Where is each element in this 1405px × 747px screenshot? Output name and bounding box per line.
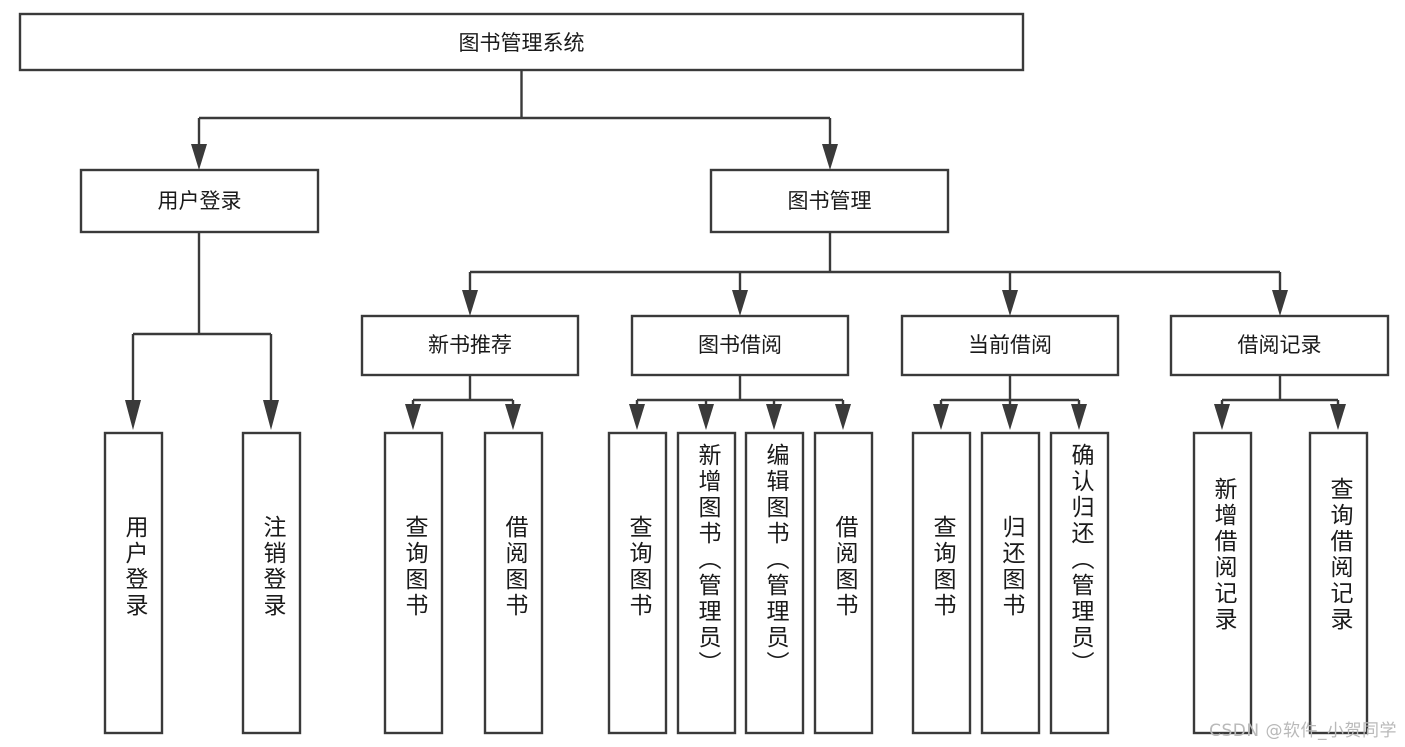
node-book-manage-box[interactable] <box>709 168 950 234</box>
leaf-box-borrow-book-2[interactable] <box>813 431 874 735</box>
connector-group-bookmanage <box>462 232 1288 316</box>
arrowhead-leaf-query-book-1 <box>405 404 421 430</box>
connector-group-currentborrow <box>933 375 1087 430</box>
leaf-box-query-record[interactable] <box>1308 431 1369 735</box>
node-user-login-label: 用户登录 <box>158 189 242 213</box>
leaf-box-borrow-book-1[interactable] <box>483 431 544 735</box>
arrowhead-borrowrecord <box>1272 290 1288 316</box>
leaf-box-logout[interactable] <box>241 431 302 735</box>
arrowhead-bookmanage <box>822 144 838 170</box>
arrowhead-leaf-return-book <box>1002 404 1018 430</box>
arrowhead-leaf-add-record <box>1214 404 1230 430</box>
arrowhead-leaf-add-book <box>698 404 714 430</box>
leaf-box-user-login[interactable] <box>103 431 164 735</box>
arrowhead-newbook <box>462 290 478 316</box>
arrowhead-leaf-logout <box>263 400 279 430</box>
node-book-manage-label: 图书管理 <box>788 189 872 213</box>
arrowhead-currentborrow <box>1002 290 1018 316</box>
leaf-box-confirm-return[interactable] <box>1049 431 1110 735</box>
leaf-box-return-book[interactable] <box>980 431 1041 735</box>
node-borrow-record-box[interactable] <box>1169 314 1390 377</box>
node-book-borrow-label: 图书借阅 <box>698 333 782 357</box>
arrowhead-leaf-edit-book <box>766 404 782 430</box>
node-new-book-rec-label: 新书推荐 <box>428 333 512 357</box>
arrowhead-bookborrow <box>732 290 748 316</box>
connector-group-bookborrow <box>629 375 851 430</box>
node-new-book-rec[interactable]: 新书推荐 <box>360 314 580 377</box>
node-book-manage[interactable]: 图书管理 <box>709 168 950 234</box>
node-root-box[interactable] <box>18 12 1025 72</box>
connector-group-userlogin <box>125 232 279 430</box>
arrowhead-leaf-query-book-2 <box>629 404 645 430</box>
leaf-box-query-book-1[interactable] <box>383 431 444 735</box>
arrowhead-leaf-user-login <box>125 400 141 430</box>
node-root[interactable]: 图书管理系统 <box>18 12 1025 72</box>
arrowhead-leaf-query-record <box>1330 404 1346 430</box>
leaf-box-add-record[interactable] <box>1192 431 1253 735</box>
node-current-borrow[interactable]: 当前借阅 <box>900 314 1120 377</box>
node-user-login[interactable]: 用户登录 <box>79 168 320 234</box>
connector-group-borrowrecord <box>1214 375 1346 430</box>
node-current-borrow-label: 当前借阅 <box>968 333 1052 357</box>
csdn-watermark: CSDN @软件_小贺同学 <box>1209 721 1397 741</box>
arrowhead-leaf-borrow-book-2 <box>835 404 851 430</box>
node-user-login-box[interactable] <box>79 168 320 234</box>
leaf-boxes <box>103 431 1369 735</box>
leaf-box-query-book-2[interactable] <box>607 431 668 735</box>
arrowhead-leaf-query-book-3 <box>933 404 949 430</box>
node-root-label: 图书管理系统 <box>459 31 585 55</box>
node-book-borrow-box[interactable] <box>630 314 850 377</box>
node-new-book-rec-box[interactable] <box>360 314 580 377</box>
leaf-box-add-book[interactable] <box>676 431 737 735</box>
arrowhead-userlogin <box>191 144 207 170</box>
arrowhead-leaf-confirm-return <box>1071 404 1087 430</box>
connector-group-root <box>191 70 838 170</box>
node-borrow-record[interactable]: 借阅记录 <box>1169 314 1390 377</box>
node-book-borrow[interactable]: 图书借阅 <box>630 314 850 377</box>
node-borrow-record-label: 借阅记录 <box>1238 333 1322 357</box>
leaf-box-query-book-3[interactable] <box>911 431 972 735</box>
node-current-borrow-box[interactable] <box>900 314 1120 377</box>
arrowhead-leaf-borrow-book-1 <box>505 404 521 430</box>
leaf-box-edit-book[interactable] <box>744 431 805 735</box>
connector-group-newbook <box>405 375 521 430</box>
